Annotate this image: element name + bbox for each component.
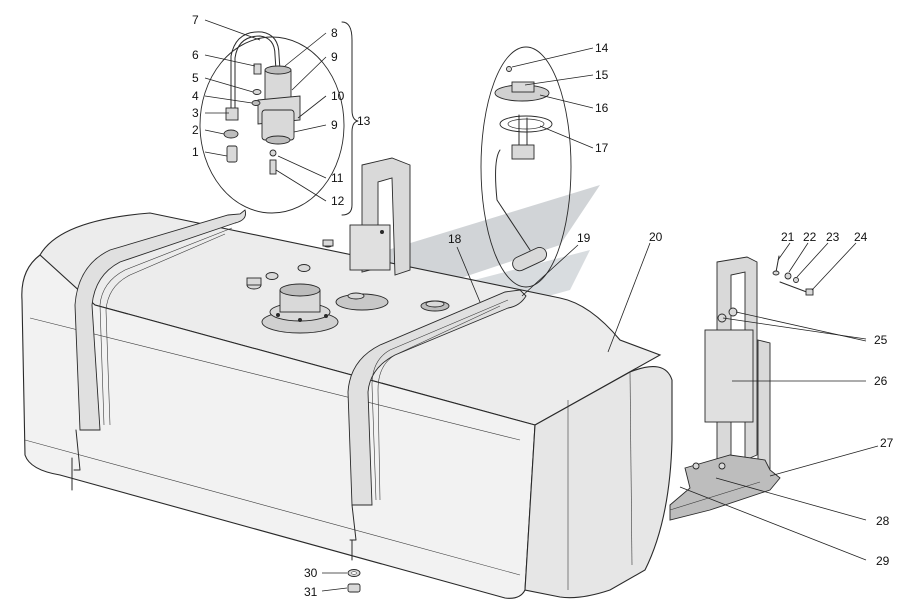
callout-25: 25 — [874, 333, 888, 347]
tank-strap-left — [71, 209, 246, 491]
callout-30: 30 — [304, 566, 318, 580]
callout-23: 23 — [826, 230, 840, 244]
callout-28: 28 — [876, 514, 890, 528]
tank-right-end — [524, 366, 673, 599]
callout-17: 17 — [595, 141, 609, 155]
side-bracket — [669, 256, 781, 521]
callout-9-lower: 9 — [331, 118, 338, 132]
tank-top-surface — [39, 212, 662, 426]
callout-15: 15 — [595, 68, 609, 82]
callout-10: 10 — [331, 89, 345, 103]
callout-27: 27 — [880, 436, 894, 450]
callout-18: 18 — [448, 232, 462, 246]
callout-31: 31 — [304, 585, 318, 599]
callout-labels: 7 6 5 4 3 2 1 8 9 10 9 11 12 13 14 15 16… — [192, 13, 894, 599]
leader-lines — [204, 19, 879, 592]
fuel-tank — [21, 212, 673, 599]
callout-14: 14 — [595, 41, 609, 55]
level-sender-detail — [480, 46, 572, 288]
callout-11: 11 — [331, 171, 344, 185]
callout-2: 2 — [192, 123, 199, 137]
callout-4: 4 — [192, 89, 199, 103]
fuel-pump-assembly-detail — [199, 21, 359, 216]
callout-16: 16 — [595, 101, 609, 115]
tank-strap-right — [347, 289, 527, 561]
tank-front-side — [21, 254, 536, 599]
callout-9-upper: 9 — [331, 50, 338, 64]
callout-1: 1 — [192, 145, 199, 159]
bracket-bolts — [772, 255, 814, 296]
callout-3: 3 — [192, 106, 199, 120]
callout-29: 29 — [876, 554, 890, 568]
callout-26: 26 — [874, 374, 888, 388]
tank-second-flange — [335, 292, 389, 311]
callout-19: 19 — [577, 231, 591, 245]
callout-7: 7 — [192, 13, 199, 27]
rear-bracket — [349, 157, 411, 276]
callout-12: 12 — [331, 194, 345, 208]
callout-22: 22 — [803, 230, 817, 244]
callout-6: 6 — [192, 48, 199, 62]
callout-24: 24 — [854, 230, 868, 244]
callout-20: 20 — [649, 230, 663, 244]
tank-sender-flange — [261, 283, 339, 334]
callout-13: 13 — [357, 114, 371, 128]
tank-small-fittings — [246, 239, 450, 312]
callout-5: 5 — [192, 71, 199, 85]
callout-21: 21 — [781, 230, 795, 244]
callout-8: 8 — [331, 26, 338, 40]
nut-washer-detail — [347, 569, 361, 593]
